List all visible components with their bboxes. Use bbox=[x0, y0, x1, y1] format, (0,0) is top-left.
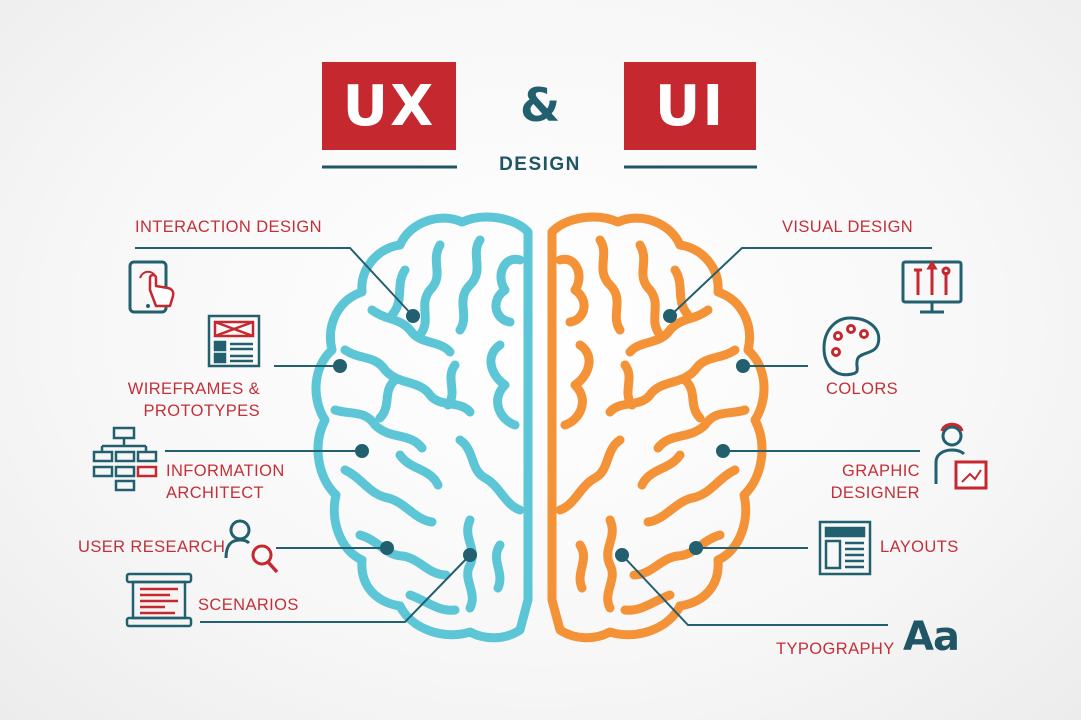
label-user-research: USER RESEARCH bbox=[78, 538, 226, 556]
connector-dot-user-research bbox=[380, 541, 394, 555]
label-graphic-line1: GRAPHIC bbox=[842, 462, 920, 480]
label-layouts: LAYOUTS bbox=[880, 538, 959, 556]
label-graphic-line2: DESIGNER bbox=[830, 484, 920, 502]
ampersand: & bbox=[519, 78, 561, 132]
sitemap-icon bbox=[92, 426, 158, 492]
label-information: INFORMATION ARCHITECT bbox=[166, 460, 285, 504]
monitor-tools-icon bbox=[901, 260, 963, 314]
label-graphic: GRAPHIC DESIGNER bbox=[800, 460, 920, 504]
connector-dot-information bbox=[355, 444, 369, 458]
label-colors: COLORS bbox=[826, 380, 899, 398]
connector-dot-scenarios bbox=[463, 548, 477, 562]
brain-right-hemisphere bbox=[547, 212, 769, 643]
connector-typography bbox=[621, 554, 888, 626]
label-wireframes-line2: PROTOTYPES bbox=[143, 402, 260, 420]
layout-icon bbox=[818, 520, 872, 576]
connector-dot-layouts bbox=[689, 541, 703, 555]
left-connectors bbox=[135, 247, 477, 623]
ux-title: UX bbox=[342, 73, 436, 139]
wireframe-document-icon bbox=[207, 314, 261, 368]
connector-visual bbox=[669, 247, 932, 317]
designer-icon bbox=[934, 422, 988, 490]
connector-dot-typography bbox=[615, 548, 629, 562]
user-search-icon bbox=[224, 519, 279, 574]
label-wireframes: WIREFRAMES & PROTOTYPES bbox=[120, 378, 260, 422]
ux-title-box: UX bbox=[322, 62, 456, 150]
connector-interaction bbox=[135, 247, 414, 317]
ui-title-box: UI bbox=[624, 62, 756, 150]
label-interaction-design: INTERACTION DESIGN bbox=[135, 218, 322, 236]
scroll-document-icon bbox=[125, 572, 193, 628]
tablet-touch-icon bbox=[128, 260, 175, 314]
label-information-line2: ARCHITECT bbox=[166, 484, 265, 502]
connector-scenarios bbox=[200, 554, 471, 623]
label-wireframes-line1: WIREFRAMES & bbox=[127, 380, 260, 398]
connector-dot-wireframes bbox=[333, 359, 347, 373]
connector-dot-graphic bbox=[716, 444, 730, 458]
connector-dot-visual bbox=[663, 309, 677, 323]
typography-icon: Aa bbox=[903, 614, 960, 660]
brain-left-hemisphere bbox=[311, 212, 533, 643]
label-visual-design: VISUAL DESIGN bbox=[782, 218, 914, 236]
label-scenarios: SCENARIOS bbox=[198, 596, 299, 614]
label-typography: TYPOGRAPHY bbox=[776, 640, 895, 658]
palette-icon bbox=[822, 316, 881, 377]
connector-dot-interaction bbox=[406, 309, 420, 323]
right-connectors bbox=[615, 247, 932, 626]
design-subtitle: DESIGN bbox=[499, 154, 581, 175]
ui-title: UI bbox=[654, 73, 726, 139]
connector-dot-colors bbox=[736, 359, 750, 373]
label-information-line1: INFORMATION bbox=[166, 462, 285, 480]
